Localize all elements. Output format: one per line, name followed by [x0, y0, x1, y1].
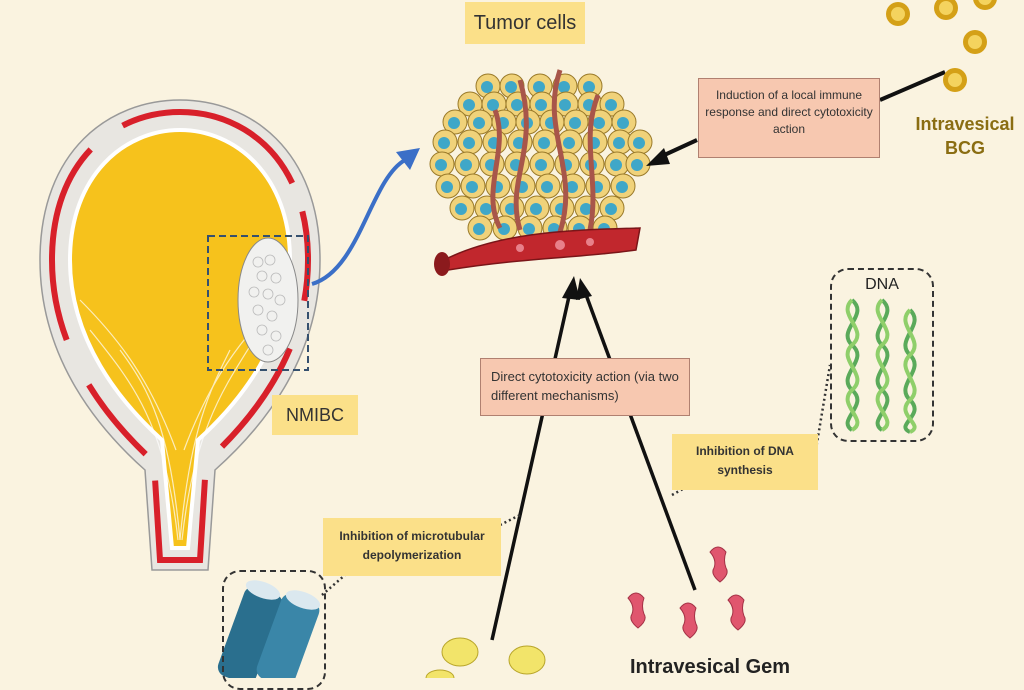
tumor-highlight-box	[207, 235, 309, 371]
gem-molecules	[627, 546, 746, 639]
blood-vessel	[434, 227, 641, 276]
inhibit-dna-label: Inhibition of DNA synthesis	[672, 434, 818, 490]
intravesical-bcg-label: Intravesical BCG	[915, 114, 1015, 158]
nmibc-label: NMIBC	[272, 395, 358, 435]
microtubule-box	[222, 570, 326, 690]
inhibit-microtubular-label: Inhibition of microtubular depolymerizat…	[323, 518, 501, 576]
direct-cytotoxicity-box: Direct cytotoxicity action (via two diff…	[480, 358, 690, 416]
bladder-illustration	[39, 99, 321, 571]
tumor-cells-cluster	[429, 69, 653, 241]
dna-box: DNA	[830, 268, 934, 442]
tumor-cells-label: Tumor cells	[465, 2, 585, 44]
intravesical-gem-label: Intravesical Gem	[630, 656, 791, 678]
yellow-drug-molecules	[425, 637, 546, 678]
bcg-particles	[886, 0, 997, 92]
immune-arrow	[646, 70, 946, 166]
dna-label: DNA	[865, 276, 899, 293]
immune-response-box: Induction of a local immune response and…	[698, 78, 880, 158]
dna-helices	[845, 298, 917, 434]
blue-curved-arrow	[311, 148, 420, 286]
microtubule-illustration	[217, 580, 321, 678]
cytotoxicity-arrows	[490, 276, 697, 641]
